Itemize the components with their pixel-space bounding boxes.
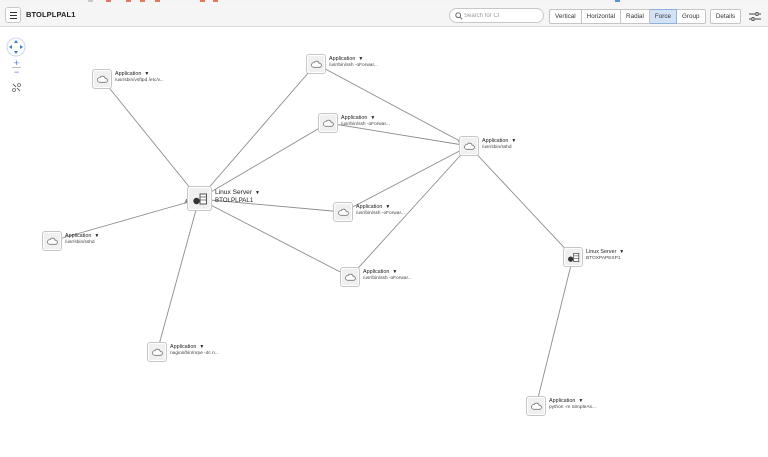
page-title: BTOLPLPAL1 (26, 10, 76, 19)
node-menu-caret[interactable]: ▼ (511, 138, 517, 144)
node-type-label: Application (363, 269, 390, 275)
pan-control-icon[interactable] (6, 37, 26, 57)
node-type-label: Linux Server (586, 249, 617, 255)
application-cloud-icon (464, 142, 475, 150)
application-cloud-icon (152, 348, 163, 356)
node-menu-caret[interactable]: ▼ (385, 204, 391, 210)
node-menu-caret[interactable]: ▼ (619, 249, 625, 255)
node-type-label: Linux Server (215, 189, 253, 196)
layout-switcher: Vertical Horizontal Radial Force Group (549, 9, 706, 24)
layout-vertical-button[interactable]: Vertical (549, 9, 582, 24)
node-menu-caret[interactable]: ▼ (199, 344, 205, 350)
node-sub-label: python -m SimpleAs... (549, 405, 596, 410)
edge (349, 145, 470, 278)
edge (315, 63, 470, 147)
node-menu-caret[interactable]: ▼ (144, 71, 150, 77)
node-sub-label: BTOXPAPEXP1 (586, 256, 621, 261)
layout-force-button[interactable]: Force (649, 9, 677, 24)
layout-radial-button[interactable]: Radial (621, 9, 650, 24)
layout-horizontal-button[interactable]: Horizontal (581, 9, 622, 24)
layout-group-button[interactable]: Group (676, 9, 706, 24)
node-type-label: Application (170, 344, 197, 350)
application-cloud-icon (345, 273, 356, 281)
node-type-label: Application (482, 138, 509, 144)
node-sub-label: /usr/bin/ssh -oForwar... (356, 211, 405, 216)
node-type-label: Application (329, 56, 356, 62)
details-button[interactable]: Details (710, 9, 741, 24)
node-type-label: Application (65, 233, 92, 239)
edge (535, 256, 574, 407)
node-sub-label: /usr/sbin/sshd (482, 145, 512, 150)
node-sub-label: BTOLPLPAL1 (215, 197, 254, 204)
edge (198, 198, 344, 213)
node-sub-label: /usr/bin/ssh -oForwar... (363, 276, 412, 281)
edge (468, 145, 574, 258)
application-cloud-icon (338, 208, 349, 216)
linux-server-icon (193, 193, 207, 205)
node-type-label: Application (115, 71, 142, 77)
browser-top-strip (0, 0, 768, 3)
node-menu-caret[interactable]: ▼ (370, 115, 376, 121)
search-input[interactable] (464, 10, 540, 21)
menu-button[interactable] (5, 7, 21, 23)
node-type-label: Application (341, 115, 368, 121)
edge (198, 63, 317, 200)
graph-edges (51, 63, 574, 407)
node-type-label: Application (356, 204, 383, 210)
fit-to-screen-icon[interactable] (11, 82, 22, 93)
search-icon (455, 12, 463, 20)
node-menu-caret[interactable]: ▼ (358, 56, 364, 62)
application-cloud-icon (311, 60, 322, 68)
node-menu-caret[interactable]: ▼ (94, 233, 100, 239)
edge (156, 198, 200, 353)
toolbar: BTOLPLPAL1 Vertical Horizontal Radial Fo… (0, 3, 768, 27)
node-menu-caret[interactable]: ▼ (578, 398, 584, 404)
edge (327, 122, 470, 147)
zoom-out-button[interactable]: − (13, 67, 20, 77)
edge (101, 78, 200, 200)
node-sub-label: nagios/bin/nrpe -dc n... (170, 351, 219, 356)
linux-server-icon (568, 253, 580, 262)
node-menu-caret[interactable]: ▼ (392, 269, 398, 275)
application-cloud-icon (531, 402, 542, 410)
node-sub-label: /usr/sbin/vsftpd /etc/v... (115, 78, 164, 83)
node-sub-label: /usr/bin/ssh -oForwar... (329, 63, 378, 68)
node-menu-caret[interactable]: ▼ (255, 190, 260, 196)
edge (51, 198, 200, 242)
application-cloud-icon (97, 75, 108, 83)
zoom-in-button[interactable]: + (13, 58, 20, 68)
edge (342, 145, 470, 213)
edge (198, 122, 329, 200)
node-sub-label: /usr/sbin/sshd (65, 240, 95, 245)
filter-settings-icon[interactable] (749, 11, 761, 22)
graph-canvas[interactable]: Application▼ /usr/sbin/vsftpd /etc/v... … (0, 28, 768, 457)
search-box[interactable] (449, 8, 544, 23)
node-type-label: Application (549, 398, 576, 404)
node-sub-label: /usr/bin/ssh -oForwar... (341, 122, 390, 127)
edge (198, 198, 351, 278)
application-cloud-icon (47, 237, 58, 245)
zoom-track (12, 67, 21, 68)
application-cloud-icon (323, 119, 334, 127)
